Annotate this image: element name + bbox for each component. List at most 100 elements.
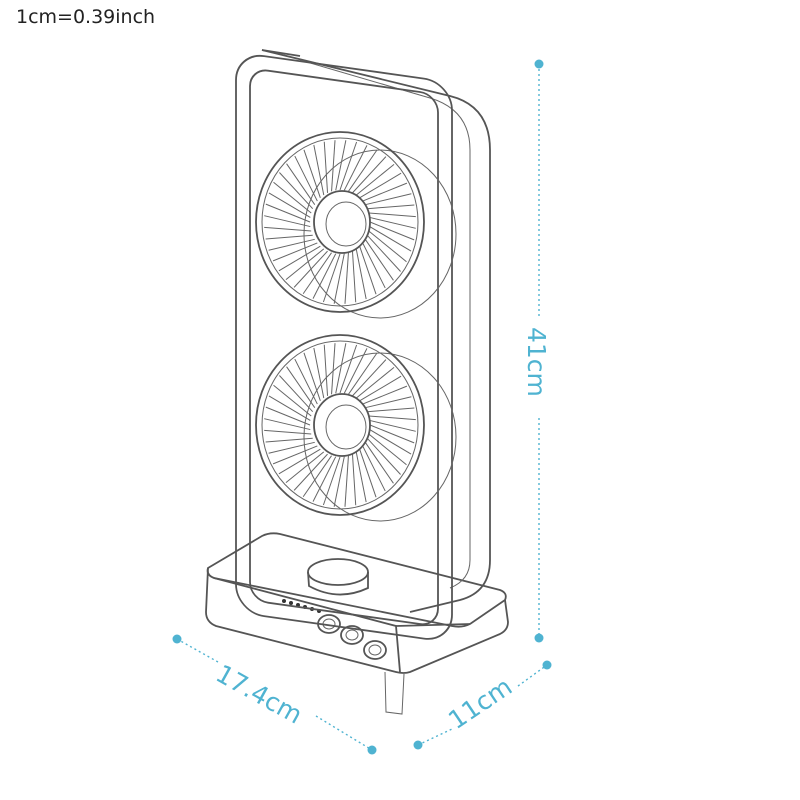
fan-upper-blade	[369, 226, 412, 252]
fan-upper-blade	[331, 140, 336, 192]
fan-lower-blade	[273, 384, 312, 417]
fan-lower-blade	[351, 454, 357, 506]
fan-lower-blade	[331, 343, 336, 395]
fan-upper-blade	[268, 238, 315, 251]
fan-lower-blade	[366, 437, 401, 475]
fan-upper-blade	[355, 163, 395, 196]
fan-lower-blade	[362, 445, 386, 492]
fan-lower-blade	[355, 451, 367, 503]
height-label: 41cm	[522, 327, 551, 397]
fan-lower-blade	[286, 366, 316, 408]
fan-lower-blade	[264, 429, 312, 435]
fan-upper-blade	[367, 204, 415, 210]
fan-lower-blade	[369, 424, 415, 444]
fan-lower-blade	[265, 437, 313, 443]
fan-lower-blade	[313, 347, 325, 399]
depth-label: 11cm	[443, 672, 517, 735]
fan-upper-blade	[279, 172, 314, 210]
fan-lower-blade	[323, 344, 329, 396]
fan-upper-inner-ring	[261, 137, 419, 307]
scale-note: 1cm=0.39inch	[16, 6, 156, 28]
fan-lower-blade	[268, 441, 315, 454]
fan-lower-blade	[312, 456, 337, 502]
fan-lower-blade	[339, 344, 358, 394]
fan-upper-blades	[264, 140, 416, 304]
fan-lower-blade	[278, 448, 321, 475]
fan-lower-blade	[264, 418, 311, 431]
fan-upper-blade	[293, 250, 328, 288]
fan-lower-blade	[367, 407, 415, 413]
fan-upper-blade	[369, 221, 415, 241]
depth-dimension: 11cm	[413, 660, 552, 750]
fan-frame-front	[235, 54, 453, 640]
fan-upper-blade	[359, 172, 402, 199]
fan-upper-blade	[272, 242, 318, 262]
fan-upper-blade	[264, 215, 311, 228]
fan-upper-blade	[335, 140, 347, 191]
fan-upper-blade	[268, 192, 311, 218]
fan-upper-blade	[302, 252, 332, 295]
fan-lower-blade	[272, 445, 318, 465]
fan-upper-hub	[313, 190, 371, 254]
width-dimension: 17.4cm	[172, 634, 377, 755]
fan-lower-blade	[335, 343, 347, 394]
fan-upper-blade	[312, 253, 337, 299]
fan-lower-blade	[355, 366, 395, 399]
fan-lower-blade	[294, 358, 318, 405]
fan-upper-blade	[352, 156, 387, 194]
fan-upper-blade	[365, 193, 412, 206]
fan-upper-blade	[368, 212, 416, 218]
fan-lower-outer-ring	[255, 334, 425, 516]
fan-upper-hub-cap	[325, 201, 367, 247]
fan-upper-blade	[322, 253, 341, 303]
fan-lower-blade	[279, 375, 314, 413]
fan-upper-blade	[264, 226, 312, 232]
fan-lower-blade	[365, 396, 412, 409]
width-label: 17.4cm	[211, 659, 307, 730]
fan-lower-blade	[343, 348, 368, 394]
fan-upper-blade	[355, 248, 367, 300]
fan-lower-blades	[264, 343, 416, 507]
fan-upper-blade	[362, 242, 386, 289]
fan-upper-blade	[333, 253, 345, 304]
fan-lower-blade	[265, 406, 311, 426]
fan-upper-blade	[369, 216, 416, 229]
fan-upper-blade	[366, 234, 401, 272]
fan-lower-blade	[303, 352, 321, 401]
fan-upper-outer-ring	[255, 131, 425, 313]
fan-upper-blade	[344, 252, 349, 304]
fan-upper-blade	[343, 145, 368, 191]
fan-upper-blade	[278, 245, 321, 272]
fan-lower-inner-ring	[261, 340, 419, 510]
fan-upper-blade	[265, 234, 313, 240]
fan-upper	[255, 131, 457, 319]
fan-lower-blade	[362, 385, 408, 405]
fan-lower-blade	[359, 375, 402, 402]
fan-lower-hub	[313, 393, 371, 457]
fan-lower-blade	[364, 442, 394, 484]
fan-upper-blade	[348, 149, 378, 192]
fan-upper-blade	[368, 230, 407, 263]
fan-lower-blade	[344, 455, 349, 507]
fan-upper-blade	[362, 182, 408, 202]
fan-lower-blade	[359, 449, 377, 498]
fan-lower-blade	[369, 429, 412, 455]
fan-lower	[255, 334, 457, 522]
fan-lower-blade	[293, 453, 328, 491]
fan-lower-blade	[348, 352, 378, 395]
fan-upper-blade	[265, 203, 311, 223]
fan-lower-blade	[368, 433, 407, 466]
fan-upper-blade	[273, 181, 312, 214]
fan-lower-blade	[302, 455, 332, 498]
fan-lower-hub-cap	[325, 404, 367, 450]
fan-base	[205, 532, 509, 715]
fan-upper-blade	[323, 141, 329, 193]
fan-lower-blade	[352, 359, 387, 397]
fan-lower-blade	[368, 415, 416, 421]
fan-lower-blade	[369, 419, 416, 432]
control-buttons	[317, 614, 387, 660]
fan-lower-blade	[333, 456, 345, 507]
fan-upper-blade	[303, 149, 321, 198]
fan-upper-blade	[286, 163, 316, 205]
